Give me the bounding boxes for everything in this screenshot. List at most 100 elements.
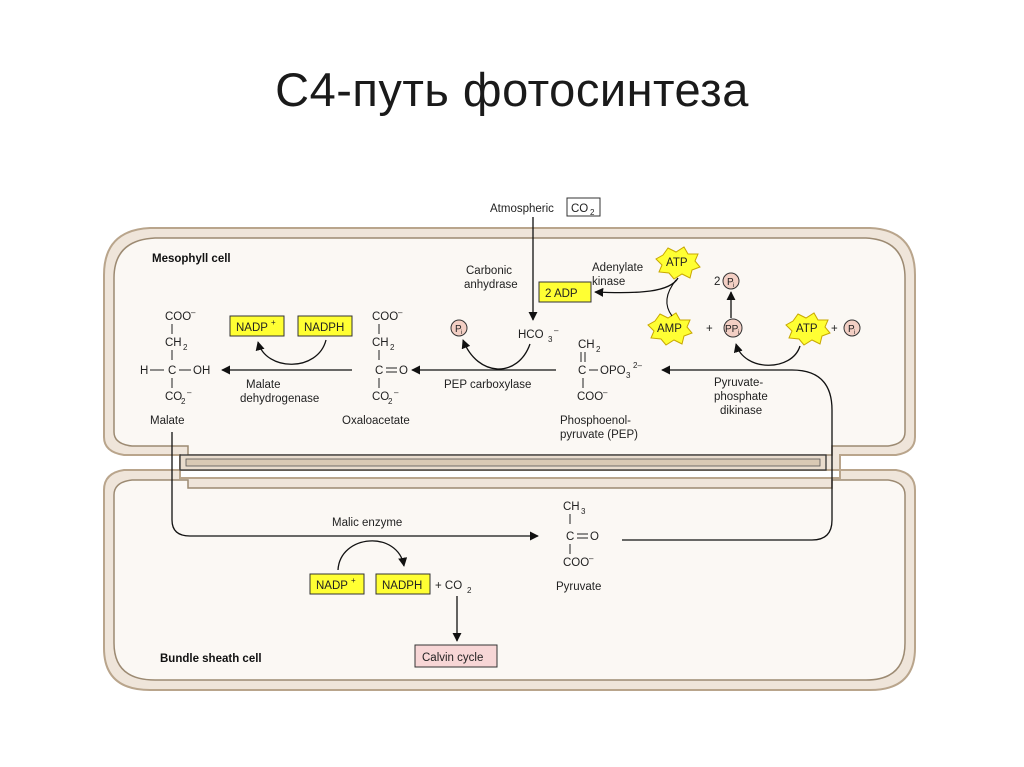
pyruvate-return-arrow (622, 365, 833, 541)
bicarbonate: HCO 3 – (518, 326, 559, 344)
svg-text:CO: CO (165, 391, 182, 403)
svg-text:+: + (351, 576, 356, 585)
malic-enzyme-label: Malic enzyme (332, 517, 402, 529)
svg-text:2: 2 (590, 208, 595, 217)
pep-carboxylase-label: PEP carboxylase (444, 379, 531, 391)
bundle-sheath-cell-shape (103, 469, 916, 691)
svg-text:–: – (554, 326, 559, 335)
pi-released-pepc: P i (450, 319, 468, 337)
atmospheric-co2: Atmospheric CO 2 (490, 197, 601, 217)
svg-text:NADP: NADP (236, 322, 268, 334)
svg-text:CH: CH (372, 337, 389, 349)
bundle-sheath-cell-label: Bundle sheath cell (160, 653, 262, 665)
svg-text:H: H (140, 365, 148, 377)
svg-text:–: – (187, 388, 192, 397)
svg-text:NADPH: NADPH (304, 322, 344, 334)
svg-text:Calvin cycle: Calvin cycle (422, 652, 483, 664)
carbonic-anhydrase-label-2: anhydrase (464, 279, 518, 291)
calvin-cycle-box: Calvin cycle (414, 644, 498, 668)
pi-circle-two: P i (722, 272, 740, 290)
svg-text:P: P (455, 324, 462, 335)
svg-text:CH: CH (563, 501, 580, 513)
adenylate-kinase-arrow (594, 277, 679, 297)
svg-text:Atmospheric: Atmospheric (490, 203, 554, 215)
svg-text:C: C (375, 365, 383, 377)
ppdk-label-3: dikinase (720, 405, 762, 417)
svg-text:2: 2 (183, 343, 188, 352)
svg-text:PP: PP (725, 324, 739, 335)
plus-sign-amp: + (706, 323, 713, 335)
plasmodesmata-channel (179, 454, 827, 471)
pyruvate-structure: CH 3 C O COO – Pyruvate (556, 501, 601, 593)
svg-text:2: 2 (390, 343, 395, 352)
two-adp-box: 2 ADP (538, 281, 592, 303)
svg-text:O: O (590, 531, 599, 543)
atp-burst-ppdk: ATP (785, 312, 831, 346)
ppdk-label-1: Pyruvate- (714, 377, 763, 389)
svg-text:C: C (578, 365, 586, 377)
svg-text:C: C (566, 531, 574, 543)
svg-text:P: P (727, 277, 734, 288)
svg-text:COO: COO (165, 311, 191, 323)
nadp-box-bundle: NADP + (309, 573, 365, 595)
svg-text:COO: COO (577, 391, 603, 403)
svg-text:3: 3 (548, 335, 553, 344)
ppdk-side-arrow (733, 343, 801, 366)
svg-text:i: i (738, 330, 739, 336)
ppi-circle: PP i (723, 318, 743, 338)
malate-dehydrogenase-label-1: Malate (246, 379, 281, 391)
malate-dehydrogenase-label-2: dehydrogenase (240, 393, 319, 405)
malic-enzyme-cofactor-arrow (337, 540, 408, 571)
svg-text:2: 2 (181, 397, 186, 406)
svg-text:Oxaloacetate: Oxaloacetate (342, 415, 410, 427)
svg-text:HCO: HCO (518, 329, 544, 341)
slide-title: C4-путь фотосинтеза (275, 63, 749, 116)
svg-text:COO: COO (563, 557, 589, 569)
svg-text:CH: CH (578, 339, 595, 351)
pep-structure: CH 2 C OPO 3 2– COO – Phosphoenol- pyruv… (560, 339, 642, 441)
nadp-box-mesophyll: NADP + (229, 315, 285, 337)
svg-text:NADP: NADP (316, 580, 348, 592)
svg-text:3: 3 (581, 507, 586, 516)
svg-text:i: i (854, 330, 855, 336)
ppdk-label-2: phosphate (714, 391, 768, 403)
svg-text:i: i (461, 330, 462, 336)
svg-text:–: – (394, 388, 399, 397)
svg-text:+: + (271, 318, 276, 327)
svg-text:CO: CO (571, 203, 588, 215)
nadph-box-bundle: NADPH (375, 573, 431, 595)
svg-text:P: P (848, 324, 855, 335)
pepc-side-arrow (461, 339, 531, 370)
svg-text:–: – (589, 554, 594, 563)
svg-text:O: O (399, 365, 408, 377)
svg-text:2: 2 (467, 586, 472, 595)
svg-text:3: 3 (626, 371, 631, 380)
oxaloacetate-structure: COO – CH 2 C O CO 2 – Oxaloacetate (342, 308, 410, 427)
malate-transport-arrow (171, 432, 539, 541)
svg-text:COO: COO (372, 311, 398, 323)
svg-text:–: – (398, 308, 403, 317)
svg-text:OPO: OPO (600, 365, 626, 377)
svg-text:AMP: AMP (657, 323, 682, 335)
adenylate-kinase-label-1: Adenylate (592, 262, 643, 274)
svg-text:Pyruvate: Pyruvate (556, 581, 601, 593)
two-pi-coefficient: 2 (714, 276, 720, 288)
svg-text:2: 2 (596, 345, 601, 354)
nadph-box-mesophyll: NADPH (297, 315, 353, 337)
svg-text:C: C (168, 365, 176, 377)
svg-text:ATP: ATP (666, 257, 688, 269)
svg-text:2 ADP: 2 ADP (545, 288, 578, 300)
pi-circle-ppdk: P i (843, 319, 861, 337)
svg-text:2–: 2– (633, 361, 642, 370)
svg-text:i: i (733, 283, 734, 289)
svg-text:Phosphoenol-: Phosphoenol- (560, 415, 631, 427)
svg-text:OH: OH (193, 365, 210, 377)
svg-text:+ CO: + CO (435, 580, 462, 592)
svg-text:–: – (191, 308, 196, 317)
svg-text:–: – (603, 388, 608, 397)
nadph-cycle-arrow (255, 339, 327, 365)
svg-text:Malate: Malate (150, 415, 185, 427)
malate-structure: COO – CH 2 H C OH CO 2 – Malate (140, 308, 210, 427)
carbonic-anhydrase-label-1: Carbonic (466, 265, 512, 277)
